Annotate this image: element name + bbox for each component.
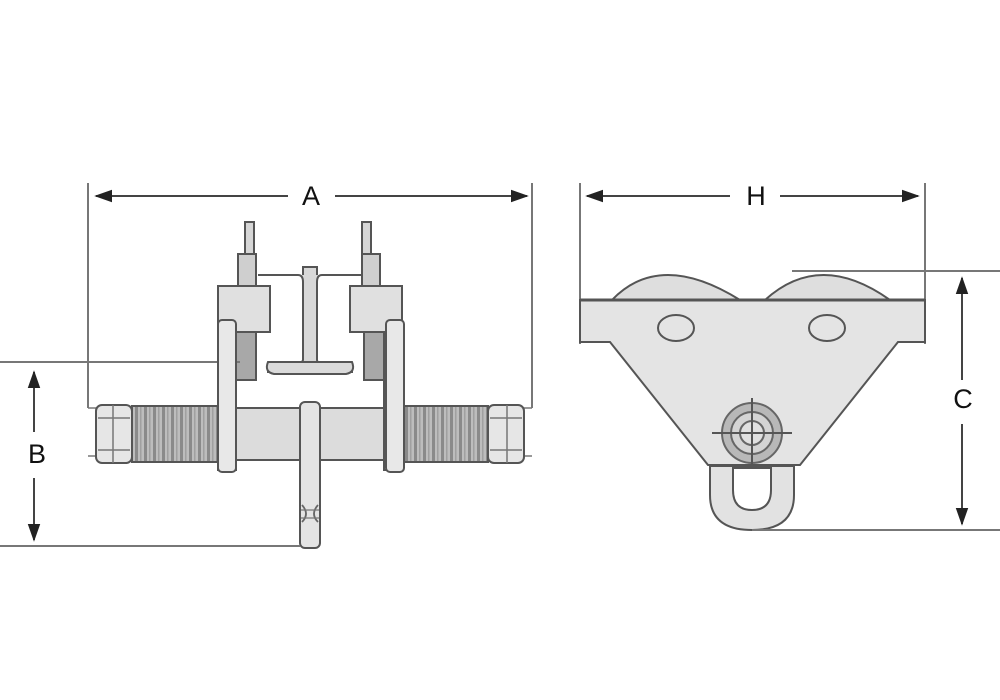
side-plate-left (217, 319, 237, 473)
wheel-left (609, 274, 744, 301)
threaded-shaft-right (401, 404, 525, 464)
beam-flange (258, 266, 362, 375)
side-plate-right (385, 319, 405, 473)
dimension-label-b: B (24, 441, 50, 468)
dimension-label-c: C (948, 386, 978, 413)
axle-hole-left (657, 314, 695, 342)
load-hanger (299, 401, 321, 549)
threaded-shaft-left (95, 404, 219, 464)
wheel-right (762, 274, 894, 301)
center-bolt (712, 398, 792, 468)
side-plate (579, 299, 926, 466)
front-view (0, 183, 533, 549)
dimension-label-a: A (296, 183, 326, 210)
dimension-label-h: H (740, 183, 772, 210)
suspension-eye (709, 465, 795, 532)
side-view (579, 183, 1000, 532)
suspension-rods (237, 221, 381, 287)
axle-hole-right (808, 314, 846, 342)
